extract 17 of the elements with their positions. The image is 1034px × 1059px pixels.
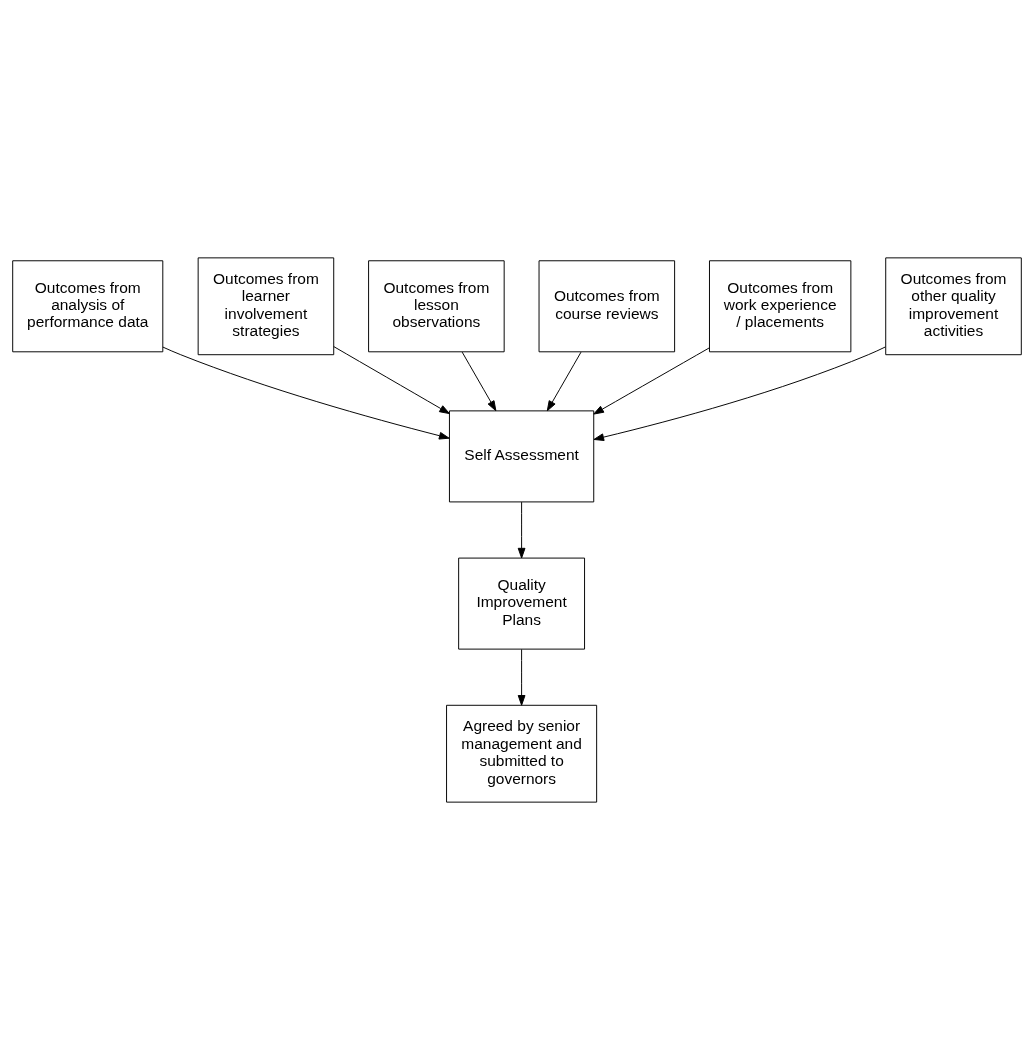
arrow (162, 346, 450, 440)
node-box: Quality Improvement Plans (458, 557, 586, 650)
arrow (593, 345, 886, 441)
node-box: Outcomes from learner involvement strategies (197, 256, 335, 355)
arrow (517, 648, 526, 706)
node-box: Self Assessment (448, 409, 595, 502)
node-box: Outcomes from analysis of performance data (12, 259, 164, 352)
node-box: Outcomes from other quality improvement activities (885, 256, 1022, 355)
arrow (333, 345, 450, 414)
arrow (461, 351, 497, 411)
node-box: Outcomes from work experience / placements (709, 259, 852, 352)
arrow (593, 346, 710, 415)
node-box: Outcomes from course reviews (538, 259, 676, 352)
node-box: Agreed by senior management and submitted to governors (446, 704, 598, 803)
node-box: Outcomes from lesson observations (368, 259, 505, 352)
arrow (517, 501, 526, 558)
arrow (546, 351, 582, 411)
